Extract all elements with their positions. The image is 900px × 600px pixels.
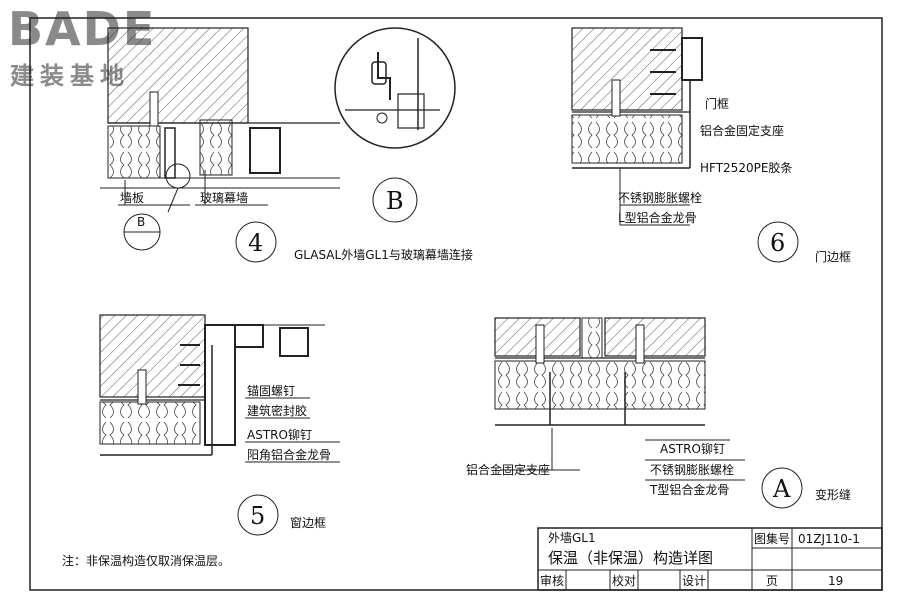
label-sealant: 建筑密封胶: [247, 403, 307, 418]
detail-4-number: 4: [248, 229, 263, 257]
title-block-design-label: 设计: [682, 574, 706, 588]
label-t-keel: T型铝合金龙骨: [649, 482, 729, 497]
logo-subtitle: 建装基地: [10, 62, 130, 90]
label-astro-rivet-a: ASTRO铆钉: [660, 441, 725, 456]
detail-6-title: 门边框: [815, 249, 851, 264]
label-wall-panel: 墙板: [120, 191, 144, 205]
label-pe-strip: HFT2520PE胶条: [700, 160, 792, 175]
detail-4-drawing: [100, 27, 340, 263]
detail-6-drawing: [571, 27, 799, 263]
label-alu-bracket-6: 铝合金固定支座: [700, 123, 784, 138]
sheet-border: [29, 17, 883, 591]
title-block-atlas-label: 图集号: [754, 531, 790, 546]
detail-a-drawing: [494, 317, 803, 509]
label-anchor-screw: 锚固螺钉: [247, 383, 295, 398]
label-alu-bracket-a: 铝合金固定支座: [466, 462, 550, 477]
title-block-page-label: 页: [766, 574, 778, 588]
detail-5-title: 窗边框: [290, 516, 326, 530]
title-block-title: 保温（非保温）构造详图: [548, 549, 713, 567]
label-corner-keel: 阳角铝合金龙骨: [247, 447, 331, 462]
detail-a-title: 变形缝: [815, 487, 851, 502]
title-block-atlas-no: 01ZJ110-1: [798, 532, 860, 546]
label-astro-rivet-5: ASTRO铆钉: [247, 427, 312, 442]
label-ss-bolt-6: 不锈钢膨胀螺栓: [618, 190, 702, 205]
detail-5-number: 5: [250, 502, 265, 530]
title-block: [537, 527, 883, 591]
detail-b-drawing: [334, 27, 456, 223]
label-ss-bolt-a: 不锈钢膨胀螺栓: [650, 462, 734, 477]
label-l-keel: L型铝合金龙骨: [618, 210, 697, 225]
label-glass-curtain-wall: 玻璃幕墙: [200, 191, 248, 205]
label-door-frame: 门框: [705, 96, 729, 111]
title-block-check-label: 校对: [612, 573, 636, 588]
detail-5-drawing: [99, 314, 340, 536]
detail-6-number: 6: [770, 229, 785, 257]
detail-4-title: GLASAL外墙GL1与玻璃幕墙连接: [294, 247, 473, 262]
detail-b-letter: B: [386, 187, 404, 215]
title-block-review-label: 审核: [540, 573, 564, 588]
detail-4-ref-letter: B: [137, 215, 145, 229]
title-block-subtitle: 外墙GL1: [548, 531, 596, 545]
title-block-page-no: 19: [828, 574, 843, 588]
note-text: 注：非保温构造仅取消保温层。: [62, 553, 230, 568]
detail-a-letter: A: [772, 475, 791, 503]
